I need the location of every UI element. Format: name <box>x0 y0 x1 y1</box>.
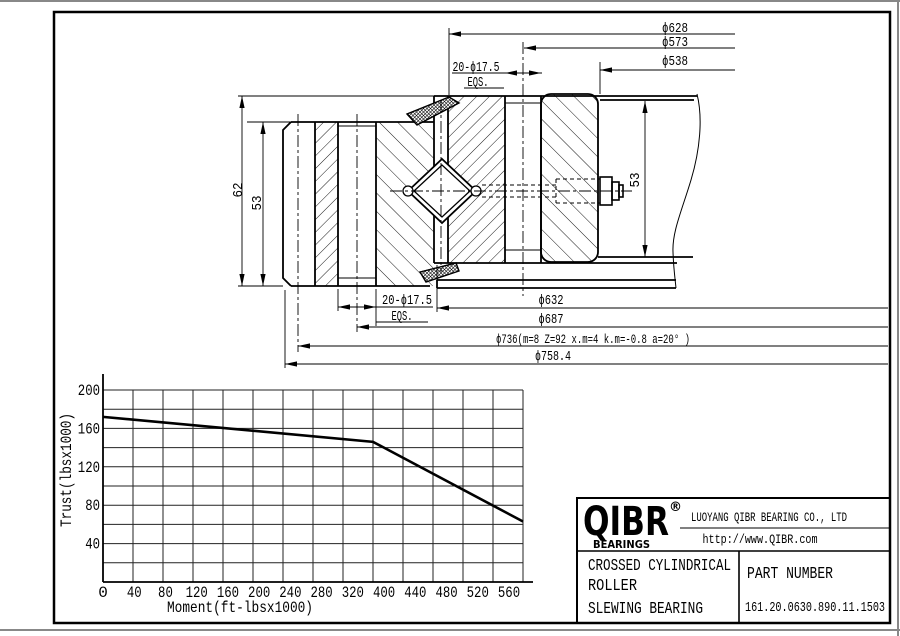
x-tick-label: 240 <box>279 584 301 602</box>
bearing-section <box>282 42 701 352</box>
product-name-1: CROSSED CYLINDRICAL <box>588 557 731 576</box>
dim-d628: ϕ628 <box>662 21 688 37</box>
part-number-value: 161.20.0630.890.11.1503 <box>745 600 885 616</box>
dim-holes-top-2: EQS. <box>468 75 489 91</box>
dim-holes-bottom-2: EQS. <box>392 309 413 325</box>
dim-d758: ϕ758.4 <box>535 349 571 365</box>
sheet-border <box>52 10 892 625</box>
dim-d538: ϕ538 <box>662 54 688 70</box>
chart-ylabel: Trust(lbsx1000) <box>58 413 76 527</box>
x-tick-label: 80 <box>158 584 173 602</box>
x-tick-label: 0 <box>98 584 108 602</box>
y-tick-label: 160 <box>78 420 100 438</box>
chart-curve <box>102 415 524 523</box>
product-name-3: SLEWING BEARING <box>588 600 703 619</box>
x-tick-label: 160 <box>217 584 239 602</box>
y-tick-label: 80 <box>85 497 100 515</box>
chart-xlabel: Moment(ft-lbsx1000) <box>167 599 313 617</box>
break-line <box>672 93 701 289</box>
part-number-label: PART NUMBER <box>747 565 833 584</box>
brand-sub: BEARINGS <box>593 538 650 551</box>
dim-height-outer: 62 <box>231 183 247 198</box>
dim-height-left: 53 <box>250 196 266 211</box>
seal-top <box>405 96 461 126</box>
y-tick-label: 200 <box>78 382 100 400</box>
seal-bottom <box>418 262 460 283</box>
x-tick-label: 120 <box>186 584 208 602</box>
load-chart: 0 40 80 120 160 200 240 280 320 400 440 480 520 560 4… <box>58 374 533 617</box>
title-block: QIBR ® BEARINGS LUOYANG QIBR BEARING CO.… <box>576 497 891 624</box>
chart-axes <box>102 374 533 583</box>
product-name-2: ROLLER <box>588 577 637 596</box>
dim-d573: ϕ573 <box>662 35 688 51</box>
x-tick-label: 520 <box>467 584 489 602</box>
dim-d687: ϕ687 <box>539 312 564 328</box>
x-tick-label: 40 <box>127 584 142 602</box>
x-tick-label: 440 <box>404 584 426 602</box>
y-tick-label: 120 <box>78 459 100 477</box>
dimensions: ϕ628 ϕ573 ϕ538 20-ϕ17.5 EQS. 62 53 53 20… <box>231 21 888 368</box>
registered-mark: ® <box>669 500 682 515</box>
company-website: http://www.QIBR.com <box>703 532 818 547</box>
dim-height-right: 53 <box>628 173 644 188</box>
brand-logo: QIBR <box>583 499 669 545</box>
dim-d632: ϕ632 <box>539 293 564 309</box>
dim-holes-bottom-1: 20-ϕ17.5 <box>382 293 432 309</box>
y-tick-label: 40 <box>85 536 100 554</box>
x-tick-label: 480 <box>435 584 457 602</box>
dim-d736: ϕ736(m=8 Z=92 x.m=4 k.m=-0.8 a=20° ) <box>496 332 690 347</box>
x-tick-label: 280 <box>311 584 333 602</box>
x-tick-label: 400 <box>373 584 395 602</box>
dim-holes-top-1: 20-ϕ17.5 <box>453 60 500 76</box>
x-tick-label: 320 <box>342 584 364 602</box>
x-tick-label: 200 <box>248 584 270 602</box>
company-name: LUOYANG QIBR BEARING CO., LTD <box>691 511 847 525</box>
x-tick-label: 560 <box>498 584 520 602</box>
